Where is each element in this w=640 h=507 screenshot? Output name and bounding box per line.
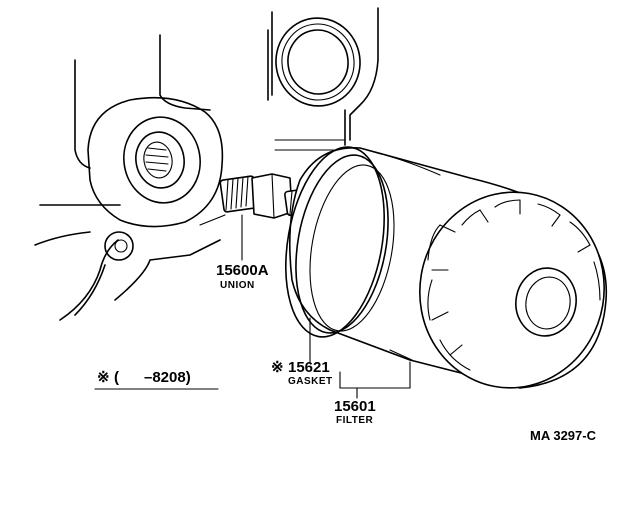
leader-lines <box>241 214 411 399</box>
upper-round-boss <box>275 17 361 107</box>
drawing-code: MA 3297-C <box>530 428 597 443</box>
filter-mount-boss <box>87 96 224 228</box>
filter-part-number: 15601 <box>334 398 376 415</box>
engine-block <box>34 7 379 321</box>
footnote-marker: ※ <box>97 369 110 386</box>
gasket-part-name: GASKET <box>288 376 333 387</box>
footnote-range: ( –8208) <box>114 369 191 386</box>
union-part-number: 15600A <box>216 262 269 279</box>
oil-filter <box>285 146 608 389</box>
gasket-part-number: 15621 <box>288 359 330 376</box>
filter-part-name: FILTER <box>336 415 374 426</box>
union-part-name: UNION <box>220 280 255 291</box>
gasket-marker: ※ <box>271 359 284 376</box>
